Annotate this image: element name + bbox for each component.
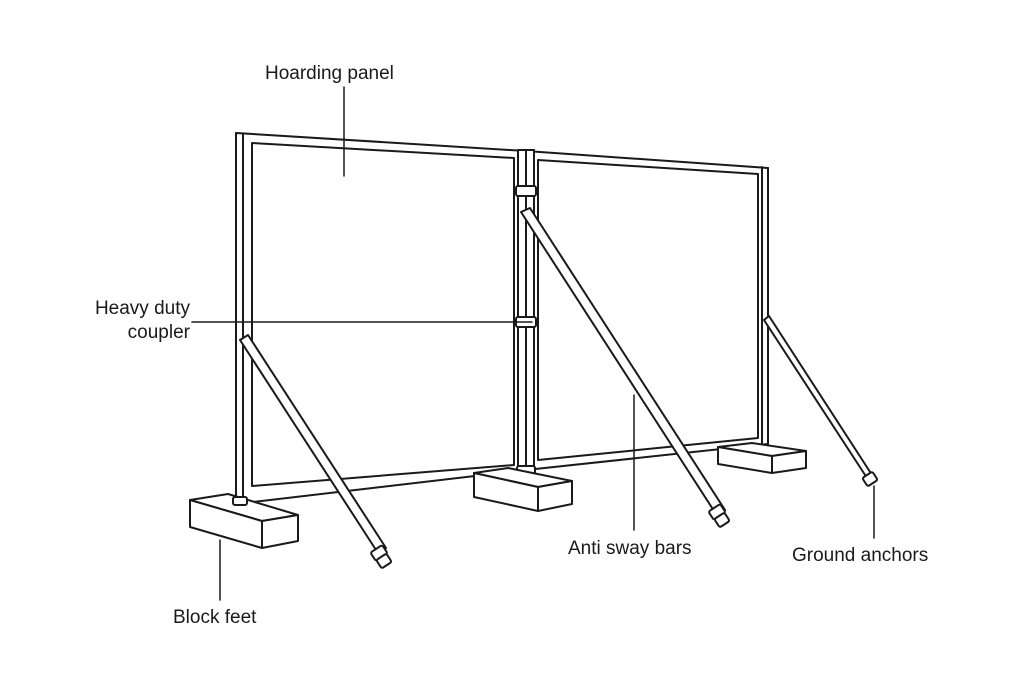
label-heavy-duty-coupler: Heavy duty coupler: [72, 297, 190, 345]
label-hoarding-panel: Hoarding panel: [265, 63, 394, 84]
label-heavy-duty-coupler-line2: coupler: [127, 322, 190, 343]
right-hoarding-panel: [525, 150, 769, 471]
left-block-foot: [189, 493, 299, 549]
label-block-feet: Block feet: [173, 607, 257, 628]
middle-posts: [515, 149, 537, 475]
anti-sway-bar-middle: [520, 207, 730, 528]
label-heavy-duty-coupler-line1: Heavy duty: [94, 298, 190, 319]
label-anti-sway-bars: Anti sway bars: [568, 538, 692, 559]
anti-sway-bar-left: [239, 334, 392, 569]
label-ground-anchors: Ground anchors: [792, 545, 929, 566]
middle-block-foot: [473, 467, 573, 512]
anti-sway-bar-right: [763, 315, 878, 487]
left-post: [235, 132, 244, 505]
right-block-foot: [717, 442, 807, 474]
left-hoarding-panel: [235, 132, 527, 505]
right-post: [761, 166, 769, 446]
